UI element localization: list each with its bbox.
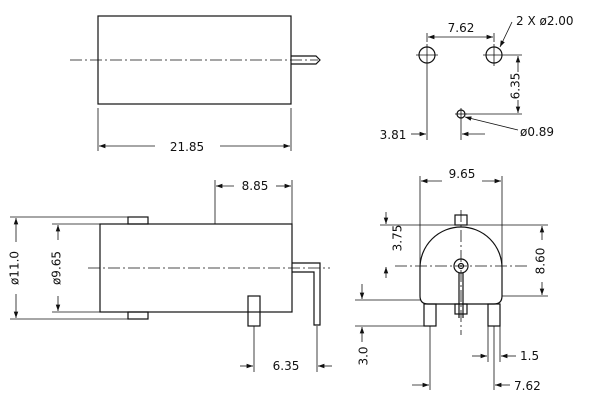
outer-diameter-label: ø11.0 <box>8 251 22 285</box>
pin-width-label: 1.5 <box>520 349 539 363</box>
side-view-top-tab <box>127 216 149 225</box>
pin-spacing-label: 7.62 <box>448 21 475 35</box>
side-offset-label: 8.85 <box>242 179 269 193</box>
hole-large-label: 2 X ø2.00 <box>516 14 574 28</box>
pin-length-label: 3.0 <box>357 346 371 365</box>
side-view: 8.85 ø11.0 ø9.65 6.35 <box>8 179 332 373</box>
footprint-view: 7.62 2 X ø2.00 6.35 3.81 ø0.89 <box>380 14 574 142</box>
front-pin-spacing-label: 7.62 <box>514 379 541 393</box>
horizontal-offset-label: 3.81 <box>380 128 407 142</box>
top-view: 21.85 <box>70 15 321 154</box>
front-upper-offset-label: 3.75 <box>391 225 405 252</box>
side-view-bent-pin <box>292 262 321 326</box>
top-view-length-label: 21.85 <box>170 140 204 154</box>
top-view-pin <box>291 55 321 65</box>
pin-offset-label: 6.35 <box>273 359 300 373</box>
front-view-pin-right <box>487 303 501 327</box>
front-view-pin-left <box>423 303 437 327</box>
side-view-bottom-tab <box>127 311 149 320</box>
side-view-bottom-pin <box>247 295 261 327</box>
hole-small-label: ø0.89 <box>520 125 554 139</box>
front-width-label: 9.65 <box>449 167 476 181</box>
front-height-label: 8.60 <box>534 248 548 275</box>
front-view: 9.65 8.60 3.75 3.0 1.5 7.62 <box>355 167 548 393</box>
vertical-offset-label: 6.35 <box>509 73 523 100</box>
inner-diameter-label: ø9.65 <box>50 251 64 285</box>
